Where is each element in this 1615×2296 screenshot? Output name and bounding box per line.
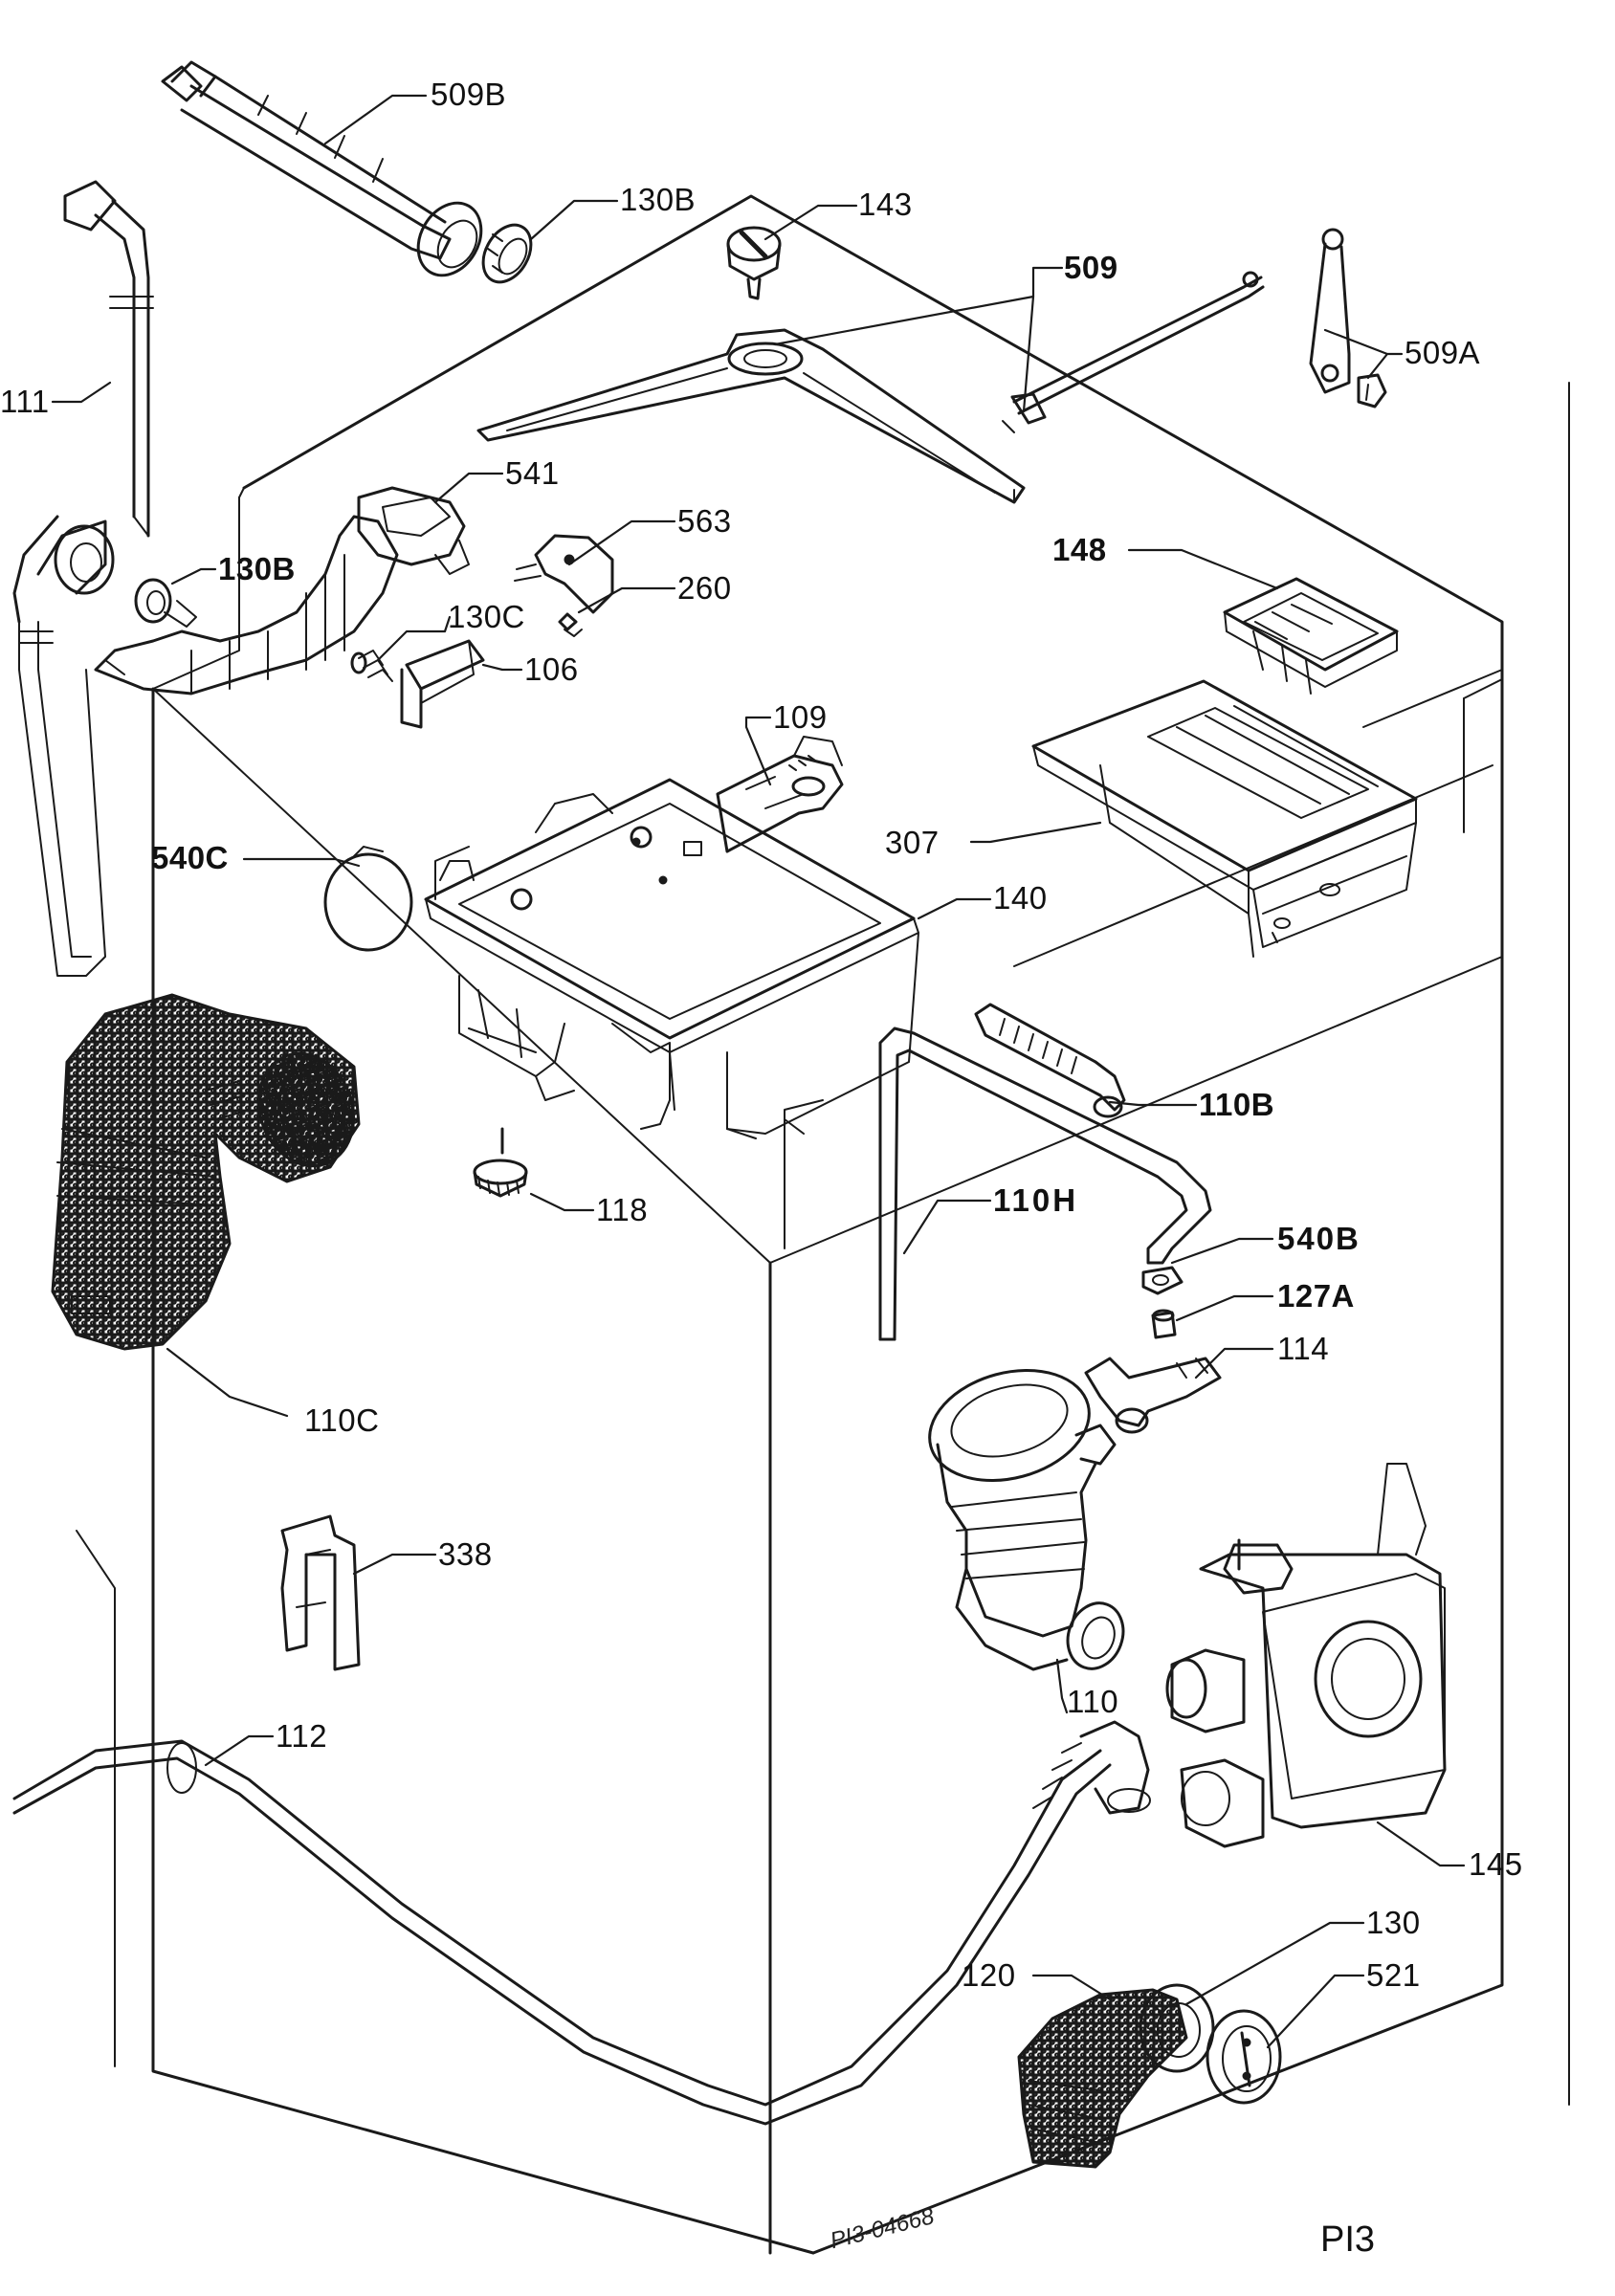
sump-hose-110 bbox=[928, 1368, 1125, 1671]
label-110: 110 bbox=[1067, 1684, 1119, 1719]
knob-143 bbox=[726, 226, 782, 300]
label-120: 120 bbox=[962, 1957, 1016, 1993]
label-541: 541 bbox=[505, 455, 560, 491]
spring-260 bbox=[558, 612, 583, 637]
spray-arm-509 bbox=[476, 328, 1026, 504]
seal-540c bbox=[323, 846, 413, 952]
dispenser-140 bbox=[424, 778, 919, 1139]
clip-338 bbox=[280, 1514, 361, 1671]
label-106: 106 bbox=[524, 651, 579, 687]
label-112: 112 bbox=[276, 1718, 328, 1754]
label-143: 143 bbox=[858, 187, 913, 222]
label-130c: 130C bbox=[448, 599, 525, 634]
label-110b: 110B bbox=[1199, 1087, 1275, 1122]
label-307: 307 bbox=[885, 825, 940, 860]
label-260: 260 bbox=[677, 570, 732, 606]
top-cover-109 bbox=[716, 736, 844, 853]
label-509b: 509B bbox=[431, 77, 507, 112]
inlet-hose-111 bbox=[63, 180, 154, 538]
clip-540b bbox=[1141, 1266, 1184, 1295]
valve-130b-mid bbox=[134, 578, 197, 628]
label-109: 109 bbox=[773, 699, 828, 735]
tray-307 bbox=[1031, 679, 1418, 958]
cap-521 bbox=[1206, 2009, 1282, 2105]
label-540b: 540B bbox=[1277, 1221, 1361, 1256]
filter-130 bbox=[1139, 1983, 1215, 2073]
pressure-switch-114 bbox=[1084, 1357, 1222, 1434]
drain-hose-112 bbox=[12, 1720, 1151, 2126]
rod-509 bbox=[1002, 271, 1265, 433]
label-111: 111 bbox=[0, 384, 50, 419]
handle-148 bbox=[1223, 577, 1399, 695]
label-145: 145 bbox=[1469, 1846, 1523, 1882]
filter-130b-top bbox=[481, 223, 533, 284]
label-540c: 540C bbox=[151, 840, 229, 875]
valve-bracket-541 bbox=[94, 486, 470, 695]
label-130: 130 bbox=[1366, 1905, 1421, 1940]
hose-110b bbox=[974, 1003, 1126, 1118]
leader-lines bbox=[51, 94, 1466, 2049]
label-114: 114 bbox=[1277, 1331, 1330, 1366]
label-118: 118 bbox=[596, 1192, 649, 1227]
inlet-hose-509b bbox=[161, 60, 483, 277]
lever-509a bbox=[1309, 228, 1387, 408]
label-130b-mid: 130B bbox=[218, 551, 296, 586]
label-509a: 509A bbox=[1405, 335, 1481, 370]
label-563: 563 bbox=[677, 503, 732, 539]
pump-145 bbox=[1165, 1463, 1447, 1848]
label-338: 338 bbox=[438, 1536, 493, 1572]
hose-110h bbox=[878, 1027, 1212, 1341]
valve-127a bbox=[1151, 1309, 1177, 1339]
button-106 bbox=[400, 639, 485, 729]
label-148: 148 bbox=[1052, 532, 1107, 567]
label-509: 509 bbox=[1064, 250, 1118, 285]
label-130b-top: 130B bbox=[620, 182, 697, 217]
label-127a: 127A bbox=[1277, 1278, 1355, 1314]
impeller-118 bbox=[473, 1127, 528, 1198]
page-code: PI3 bbox=[1320, 2219, 1376, 2260]
label-110h: 110H bbox=[993, 1182, 1079, 1218]
label-110c: 110C bbox=[304, 1402, 380, 1438]
bellows-110c bbox=[51, 993, 361, 1351]
label-521: 521 bbox=[1366, 1957, 1421, 1993]
label-140: 140 bbox=[993, 880, 1048, 916]
hose-left-vertical bbox=[12, 515, 115, 977]
spring-130c bbox=[350, 650, 393, 682]
